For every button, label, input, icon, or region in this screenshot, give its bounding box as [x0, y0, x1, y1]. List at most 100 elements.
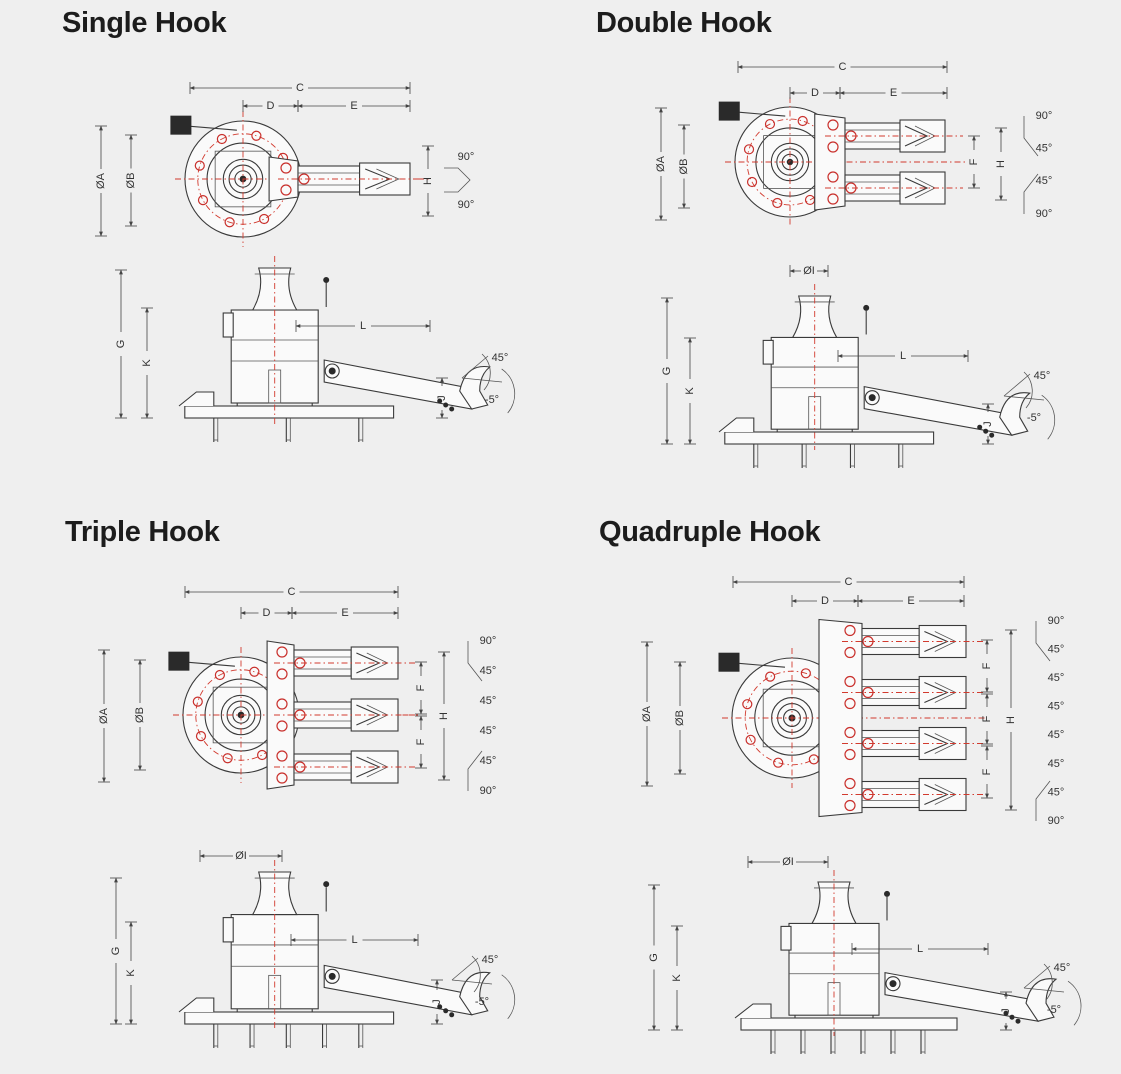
carrier-bolt — [844, 748, 856, 761]
dim-A: ØA — [655, 155, 667, 172]
angle-guide — [467, 750, 483, 791]
sensor-rod — [188, 125, 237, 131]
carrier-bolt — [276, 772, 288, 784]
mounting-bolt — [800, 668, 811, 679]
angle-minus5-label: -5° — [475, 996, 489, 1008]
dim-A: ØA — [98, 707, 110, 724]
dim-B: ØB — [125, 173, 137, 189]
wedge-foot — [734, 1003, 772, 1019]
angle-label: 45° — [1048, 758, 1065, 770]
mounting-bolt — [808, 754, 819, 765]
dim-C: C — [845, 576, 853, 588]
dim-C: C — [296, 82, 304, 94]
dim-I: ØI — [803, 265, 815, 277]
dim-A: ØA — [95, 172, 107, 189]
capstan-outer — [220, 694, 262, 736]
dim-K: K — [125, 969, 137, 977]
angle-guide — [461, 355, 489, 379]
carrier-bolt — [827, 119, 839, 131]
dim-C: C — [839, 61, 847, 73]
dim-J: J — [431, 999, 443, 1005]
arm-rivet — [449, 1012, 455, 1018]
mounting-bolt — [773, 757, 784, 768]
capstan-outer — [222, 158, 264, 200]
angle-arc — [1043, 963, 1053, 1001]
angle-arc — [481, 353, 491, 391]
sensor-box — [168, 651, 190, 671]
capstan-mid — [776, 148, 804, 176]
angle-guide — [1003, 395, 1045, 401]
angle-minus5-label: -5° — [485, 394, 499, 406]
dim-F: F — [415, 684, 427, 691]
capstan — [251, 871, 298, 916]
hook-jaw-v — [356, 652, 381, 674]
hook-arm — [884, 971, 1039, 1022]
dim-G: G — [648, 953, 660, 962]
hook-arm — [863, 385, 1013, 436]
angle-guide — [1035, 780, 1051, 821]
dim-F: F — [415, 738, 427, 745]
mounting-bolt — [772, 197, 783, 209]
sensor-rod — [186, 661, 235, 667]
angle-label: 90° — [1048, 815, 1065, 827]
angle-label: 45° — [480, 665, 497, 677]
angle-90-label: 90° — [458, 199, 475, 211]
base-plate — [724, 431, 935, 445]
handle-knob — [323, 881, 330, 888]
wedge-foot — [178, 391, 215, 407]
angle-guide — [1023, 116, 1039, 157]
dim-G: G — [661, 367, 673, 376]
dim-E: E — [350, 100, 357, 112]
hook-jaw-v — [904, 177, 929, 199]
hook-jaw-v — [376, 168, 400, 190]
carrier-bolt — [827, 171, 839, 183]
dim-L: L — [917, 943, 923, 955]
angle-label: 45° — [1048, 701, 1065, 713]
sensor-box — [718, 101, 740, 121]
sensor-box — [170, 115, 192, 135]
dim-F: F — [981, 715, 993, 722]
hook-jaw — [350, 698, 399, 732]
angle-label: 45° — [1036, 175, 1053, 187]
dim-K: K — [671, 974, 683, 982]
angle-minus5-label: -5° — [1027, 412, 1041, 424]
dim-K: K — [141, 359, 153, 367]
base-plate — [184, 405, 395, 419]
base-plate — [184, 1011, 395, 1025]
mounting-bolt — [192, 696, 203, 707]
dim-J: J — [436, 395, 448, 401]
carrier-bolt — [280, 184, 292, 196]
mounting-bolt — [742, 699, 753, 710]
angle-45-label: 45° — [482, 954, 499, 966]
angle-arc — [471, 955, 481, 993]
dim-K: K — [684, 387, 696, 395]
hook-jaw-v — [904, 125, 929, 147]
dim-D: D — [811, 87, 819, 99]
dim-G: G — [115, 340, 127, 349]
arm-pivot-pin — [328, 972, 336, 980]
carrier-bolt — [276, 720, 288, 732]
double-hook-title: Double Hook — [596, 7, 772, 39]
dim-E: E — [341, 607, 348, 619]
dim-B: ØB — [678, 159, 690, 175]
dim-H: H — [422, 177, 434, 185]
carrier-bolt — [280, 162, 292, 174]
side-clamp — [222, 917, 234, 943]
arm-rivet — [1003, 1010, 1009, 1016]
angle-guide — [1003, 373, 1031, 397]
angle-arc — [1023, 371, 1033, 409]
handle-knob — [863, 304, 870, 311]
carrier-bolt — [276, 668, 288, 680]
dim-F: F — [968, 158, 980, 165]
mounting-bolt — [216, 133, 227, 145]
dim-D: D — [821, 595, 829, 607]
angle-guide — [444, 167, 471, 193]
angle-label: 90° — [1048, 615, 1065, 627]
angle-label: 45° — [480, 755, 497, 767]
arm-pivot-pin — [889, 980, 897, 988]
mounting-bolt — [224, 217, 235, 228]
